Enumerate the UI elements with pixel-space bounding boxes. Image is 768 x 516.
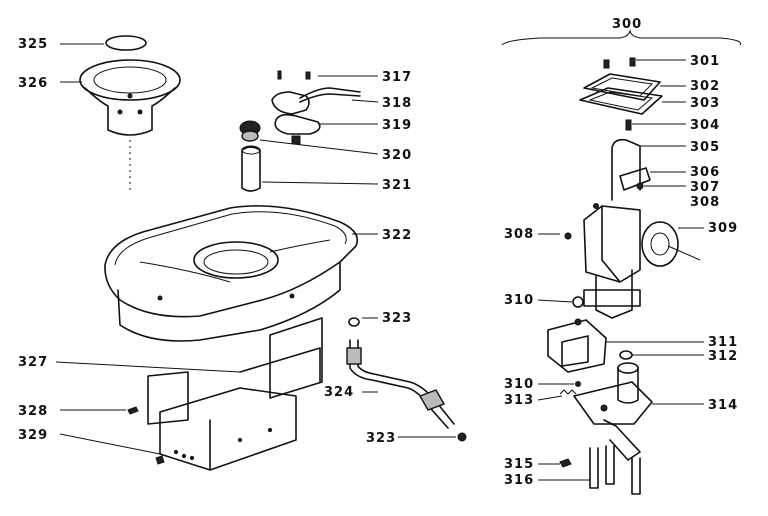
part-316-pins (589, 445, 641, 495)
label-309: 309 (708, 221, 738, 236)
part-315-screw (559, 458, 572, 468)
label-311: 311 (708, 335, 738, 350)
label-317: 317 (382, 70, 412, 85)
label-320: 320 (382, 148, 412, 163)
label-322: 322 (382, 228, 412, 243)
label-324: 324 (324, 385, 354, 400)
label-314: 314 (708, 398, 738, 413)
leader-lines (55, 43, 704, 481)
label-308-left: 308 (504, 227, 534, 242)
part-321-tube (241, 145, 261, 192)
part-310-screw-lower (575, 381, 581, 387)
part-303-gasket (579, 87, 663, 115)
part-305-rod (611, 138, 641, 201)
label-306: 306 (690, 165, 720, 180)
label-323-lower: 323 (366, 431, 396, 446)
part-311-float-bowl (547, 318, 607, 373)
part-322-tank (104, 205, 359, 342)
label-327: 327 (18, 355, 48, 370)
part-309-carburetor (583, 203, 701, 319)
label-316: 316 (504, 473, 534, 488)
label-328: 328 (18, 404, 48, 419)
part-320-nut (239, 120, 261, 142)
label-329: 329 (18, 428, 48, 443)
part-labels: 300 301 302 303 304 305 306 307 308 308 … (18, 17, 738, 488)
part-318-bracket (271, 87, 361, 115)
part-325-cap (105, 35, 147, 51)
label-313: 313 (504, 393, 534, 408)
label-318: 318 (382, 96, 412, 111)
part-317-screw (277, 70, 311, 80)
part-310-washer (572, 296, 584, 308)
label-326: 326 (18, 76, 48, 91)
part-308-screw-left (564, 232, 572, 240)
part-323-fitting-bottom (457, 432, 467, 442)
label-304: 304 (690, 118, 720, 133)
part-312-ring (619, 350, 633, 360)
part-301-screws (603, 57, 636, 69)
label-321: 321 (382, 178, 412, 193)
part-306-clip (619, 167, 651, 191)
label-323-upper: 323 (382, 311, 412, 326)
label-308-right: 308 (690, 195, 720, 210)
part-323-fitting-top (348, 317, 360, 327)
part-307-screw (636, 182, 644, 190)
part-314-plate (573, 362, 653, 461)
label-307: 307 (690, 180, 720, 195)
label-303: 303 (690, 96, 720, 111)
assembly-300-brace (501, 29, 742, 46)
label-312: 312 (708, 349, 738, 364)
part-329-screw (155, 455, 165, 465)
part-324-fuel-line (346, 339, 455, 429)
label-319: 319 (382, 118, 412, 133)
part-313-spring (559, 389, 577, 395)
label-305: 305 (690, 140, 720, 155)
label-310-upper: 310 (504, 293, 534, 308)
part-328-screw (127, 406, 139, 415)
label-325: 325 (18, 37, 48, 52)
label-301: 301 (690, 54, 720, 69)
part-326-funnel (79, 59, 181, 192)
label-315: 315 (504, 457, 534, 472)
label-310-lower: 310 (504, 377, 534, 392)
part-319-gasket (274, 113, 321, 145)
label-302: 302 (690, 79, 720, 94)
part-304-screw (625, 119, 632, 131)
label-300: 300 (612, 17, 642, 32)
part-302-cover (583, 73, 661, 101)
